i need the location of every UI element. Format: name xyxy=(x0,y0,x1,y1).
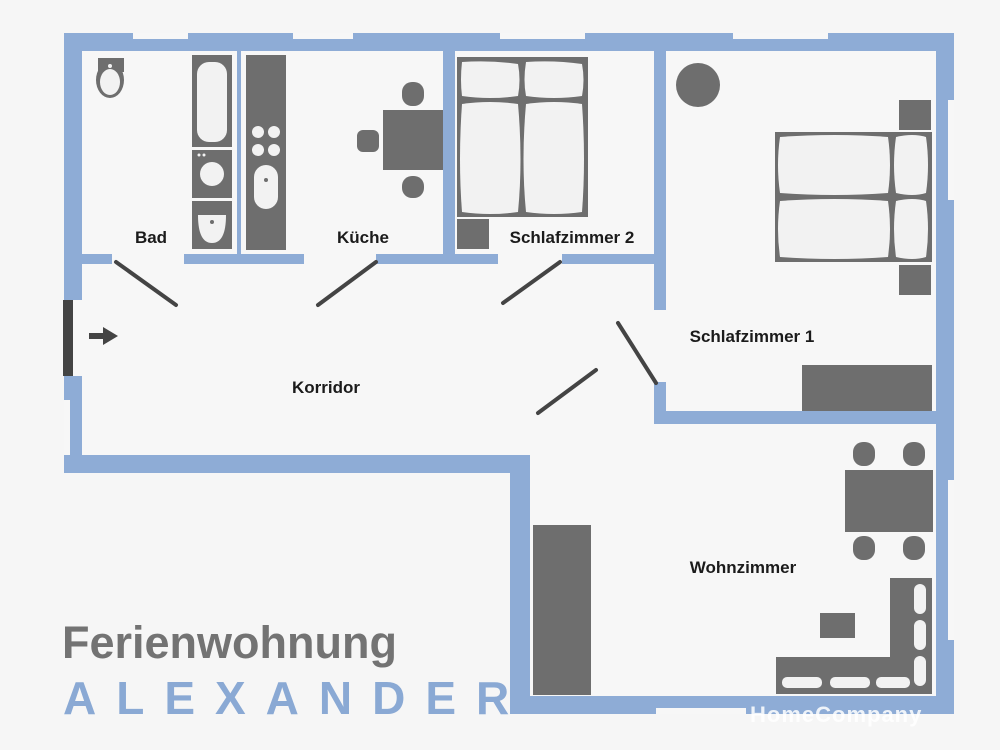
room-label-bad: Bad xyxy=(135,228,167,247)
opening-wz xyxy=(530,410,610,426)
coffee-table xyxy=(820,613,855,638)
room-label-schlafzimmer1: Schlafzimmer 1 xyxy=(690,327,815,346)
door-kueche xyxy=(316,260,378,307)
bad-furniture xyxy=(96,55,232,249)
floor-korridor-ext xyxy=(530,264,654,424)
room-label-kueche: Küche xyxy=(337,228,389,247)
sofa-icon xyxy=(776,578,932,694)
opening-sz2 xyxy=(498,252,562,266)
room-labels: Bad Küche Schlafzimmer 2 Schlafzimmer 1 … xyxy=(135,228,814,577)
kueche-furniture xyxy=(246,55,443,250)
entrance-door xyxy=(63,300,73,376)
wardrobe xyxy=(802,365,932,411)
opening-sz1 xyxy=(652,310,668,382)
floor-wohnzimmer xyxy=(530,424,936,696)
door-bad xyxy=(114,260,178,307)
stove-icon xyxy=(252,126,280,156)
washing-machine-icon xyxy=(192,150,232,198)
opening-bad xyxy=(112,252,184,266)
dining-table-icon xyxy=(845,442,933,560)
room-label-schlafzimmer2: Schlafzimmer 2 xyxy=(510,228,635,247)
kitchen-counter xyxy=(246,55,286,250)
toilet-icon xyxy=(96,58,124,98)
arrow-right-icon xyxy=(89,327,118,345)
door-sz1 xyxy=(616,321,658,385)
plant-icon xyxy=(676,63,720,107)
nightstand xyxy=(457,219,489,249)
title-line2: ALEXANDER xyxy=(63,672,529,724)
kitchen-table-icon xyxy=(357,82,443,198)
nightstand-bottom xyxy=(899,265,931,295)
title-line1: Ferienwohnung xyxy=(62,617,397,668)
kitchen-sink-icon xyxy=(254,165,278,209)
door-wz xyxy=(536,368,598,415)
sink-icon xyxy=(192,201,232,249)
door-swings xyxy=(114,260,658,415)
opening-kueche xyxy=(304,252,376,266)
cabinet xyxy=(533,525,591,695)
schlafzimmer2-furniture xyxy=(457,57,588,249)
door-sz2 xyxy=(501,260,562,305)
wohnzimmer-furniture xyxy=(533,442,933,695)
bathtub-icon xyxy=(192,55,232,147)
room-label-korridor: Korridor xyxy=(292,378,360,397)
room-label-wohnzimmer: Wohnzimmer xyxy=(690,558,797,577)
watermark-logo: HomeCompany xyxy=(750,702,922,727)
door-openings xyxy=(62,252,668,426)
nightstand-top xyxy=(899,100,931,130)
windows xyxy=(64,33,954,714)
schlafzimmer1-furniture xyxy=(676,63,932,411)
